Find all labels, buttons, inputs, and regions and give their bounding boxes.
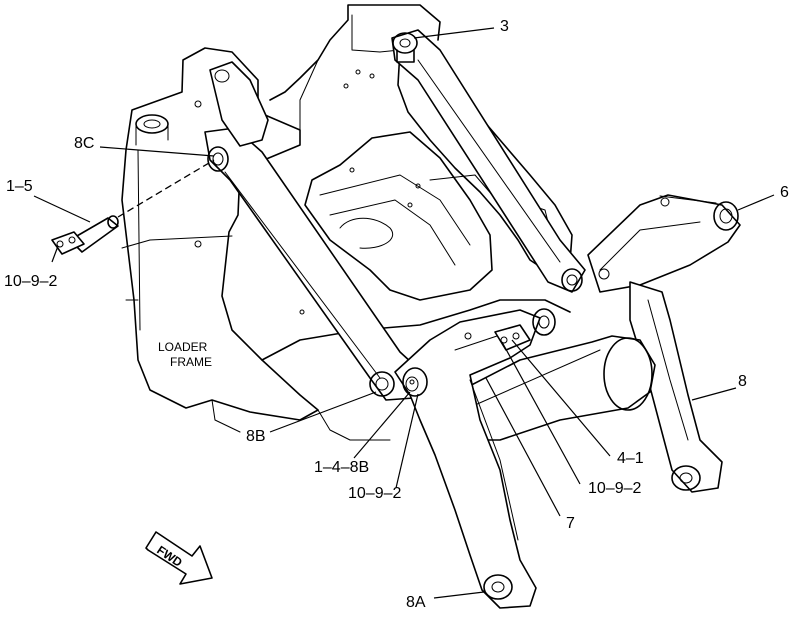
callout-8: 8 <box>738 373 747 390</box>
callout-1-5: 1–5 <box>6 178 33 195</box>
bolt-10-9-2-left <box>51 231 85 255</box>
callout-8A: 8A <box>406 594 426 611</box>
pin-8A-bore <box>483 574 513 600</box>
callout-10-9-2-right: 10–9–2 <box>588 480 641 497</box>
callout-1-4-8B: 1–4–8B <box>314 459 369 476</box>
bolt-10-9-2-right <box>494 324 531 351</box>
loader-frame-label-line1: LOADER <box>158 340 208 354</box>
pin-8C-bore <box>207 146 229 172</box>
pin-1-4-8B <box>402 367 428 397</box>
pin-8B-bore <box>369 371 395 397</box>
loader-frame <box>121 4 573 441</box>
callout-4-1: 4–1 <box>617 450 644 467</box>
lift-link-7 <box>394 309 541 609</box>
pin-3 <box>392 32 418 63</box>
fwd-arrow-icon: FWD <box>145 531 213 585</box>
callout-10-9-2-left: 10–9–2 <box>4 273 57 290</box>
pin-bore-lift-arm <box>561 268 583 292</box>
callout-leaders <box>33 27 775 599</box>
callout-8C: 8C <box>74 135 94 152</box>
lift-arm-rear <box>391 29 586 293</box>
pin-4-1 <box>532 308 556 336</box>
callout-10-9-2-mid: 10–9–2 <box>348 485 401 502</box>
lift-arm-front <box>204 127 425 401</box>
upper-arm-link <box>209 61 269 147</box>
callout-6: 6 <box>780 184 789 201</box>
callout-8B: 8B <box>246 428 266 445</box>
callout-7: 7 <box>566 515 575 532</box>
pin-8-bore <box>671 465 701 491</box>
callout-3: 3 <box>500 18 509 35</box>
loader-frame-label-line2: FRAME <box>170 355 212 369</box>
tilt-lever <box>587 194 741 293</box>
